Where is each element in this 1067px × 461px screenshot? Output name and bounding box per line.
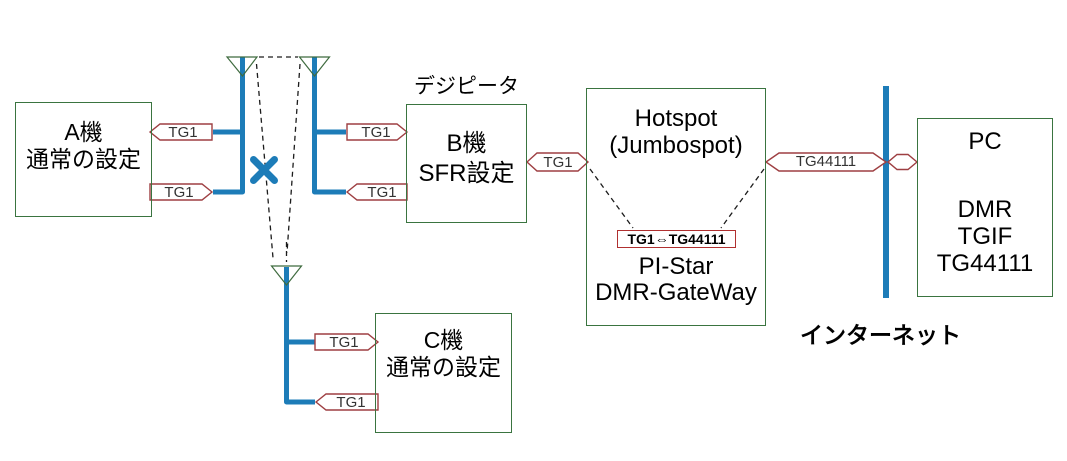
box-radio-c: C機 通常の設定 bbox=[375, 313, 512, 433]
radio-a-name: A機 bbox=[64, 119, 103, 145]
hotspot-model: (Jumbospot) bbox=[609, 132, 743, 159]
radio-b-name: B機 bbox=[446, 130, 487, 157]
antenna-c-icon bbox=[270, 265, 303, 286]
antenna-a-icon bbox=[225, 56, 259, 77]
tag-b-tx: TG1 bbox=[367, 183, 397, 201]
blocked-path-x-icon bbox=[250, 156, 278, 184]
radio-c-mode: 通常の設定 bbox=[386, 354, 501, 380]
arrow-a-rx bbox=[148, 123, 213, 141]
arrow-b-rx bbox=[346, 123, 409, 141]
tag-b-hotspot: TG1 bbox=[543, 153, 573, 171]
tag-b-rx: TG1 bbox=[361, 123, 391, 141]
tag-hotspot-internet: TG44111 bbox=[795, 153, 857, 170]
box-pc: PC DMR TGIF TG44111 bbox=[917, 118, 1053, 297]
arrow-c-rx bbox=[314, 333, 380, 351]
radio-a-mode: 通常の設定 bbox=[26, 146, 141, 172]
arrow-a-tx bbox=[149, 183, 214, 201]
hotspot-software-name: PI-Star bbox=[638, 253, 714, 280]
gateway-mapping-box: TG1⇔TG44111 bbox=[617, 230, 736, 248]
tag-c-tx: TG1 bbox=[336, 393, 366, 411]
arrow-internet-pc bbox=[886, 153, 919, 171]
radio-b-text: B機 SFR設定 bbox=[407, 105, 526, 189]
arrow-c-tx bbox=[314, 393, 379, 411]
box-radio-b: B機 SFR設定 bbox=[406, 104, 527, 223]
hotspot-software: PI-Star DMR-GateWay bbox=[587, 254, 765, 306]
rf-path-b-c bbox=[286, 63, 301, 254]
box-radio-a: A機 通常の設定 bbox=[15, 102, 152, 217]
hotspot-gateway-left-link bbox=[589, 168, 634, 229]
pc-mode: DMR bbox=[957, 196, 1013, 223]
radio-c-text: C機 通常の設定 bbox=[376, 314, 511, 381]
antenna-b-icon bbox=[298, 56, 331, 77]
pc-details: DMR TGIF TG44111 bbox=[918, 196, 1052, 277]
pc-network: TGIF bbox=[957, 223, 1013, 250]
arrow-b-tx bbox=[345, 183, 408, 201]
tag-a-rx: TG1 bbox=[168, 123, 198, 141]
pc-talkgroup: TG44111 bbox=[936, 250, 1034, 277]
pc-name: PC bbox=[968, 128, 1002, 155]
tag-a-tx: TG1 bbox=[164, 183, 194, 201]
hotspot-name: Hotspot bbox=[634, 105, 718, 132]
feedline-a bbox=[213, 57, 245, 195]
hotspot-title: Hotspot (Jumbospot) bbox=[587, 89, 765, 159]
radio-c-name: C機 bbox=[423, 327, 464, 353]
box-hotspot: Hotspot (Jumbospot) TG1⇔TG44111 PI-Star … bbox=[586, 88, 766, 326]
hotspot-gateway-right-link bbox=[720, 168, 765, 229]
digipeater-caption: デジピータ bbox=[414, 75, 519, 98]
feedline-b bbox=[312, 57, 346, 195]
radio-a-text: A機 通常の設定 bbox=[16, 103, 151, 173]
arrow-b-hotspot bbox=[525, 152, 590, 172]
arrow-hotspot-internet bbox=[764, 152, 888, 172]
tag-c-rx: TG1 bbox=[329, 333, 359, 351]
hotspot-gateway-name: DMR-GateWay bbox=[595, 279, 757, 306]
internet-label: インターネット bbox=[800, 322, 961, 348]
radio-b-mode: SFR設定 bbox=[418, 160, 515, 187]
feedline-c bbox=[284, 267, 315, 405]
rf-path-a-c bbox=[255, 63, 274, 259]
